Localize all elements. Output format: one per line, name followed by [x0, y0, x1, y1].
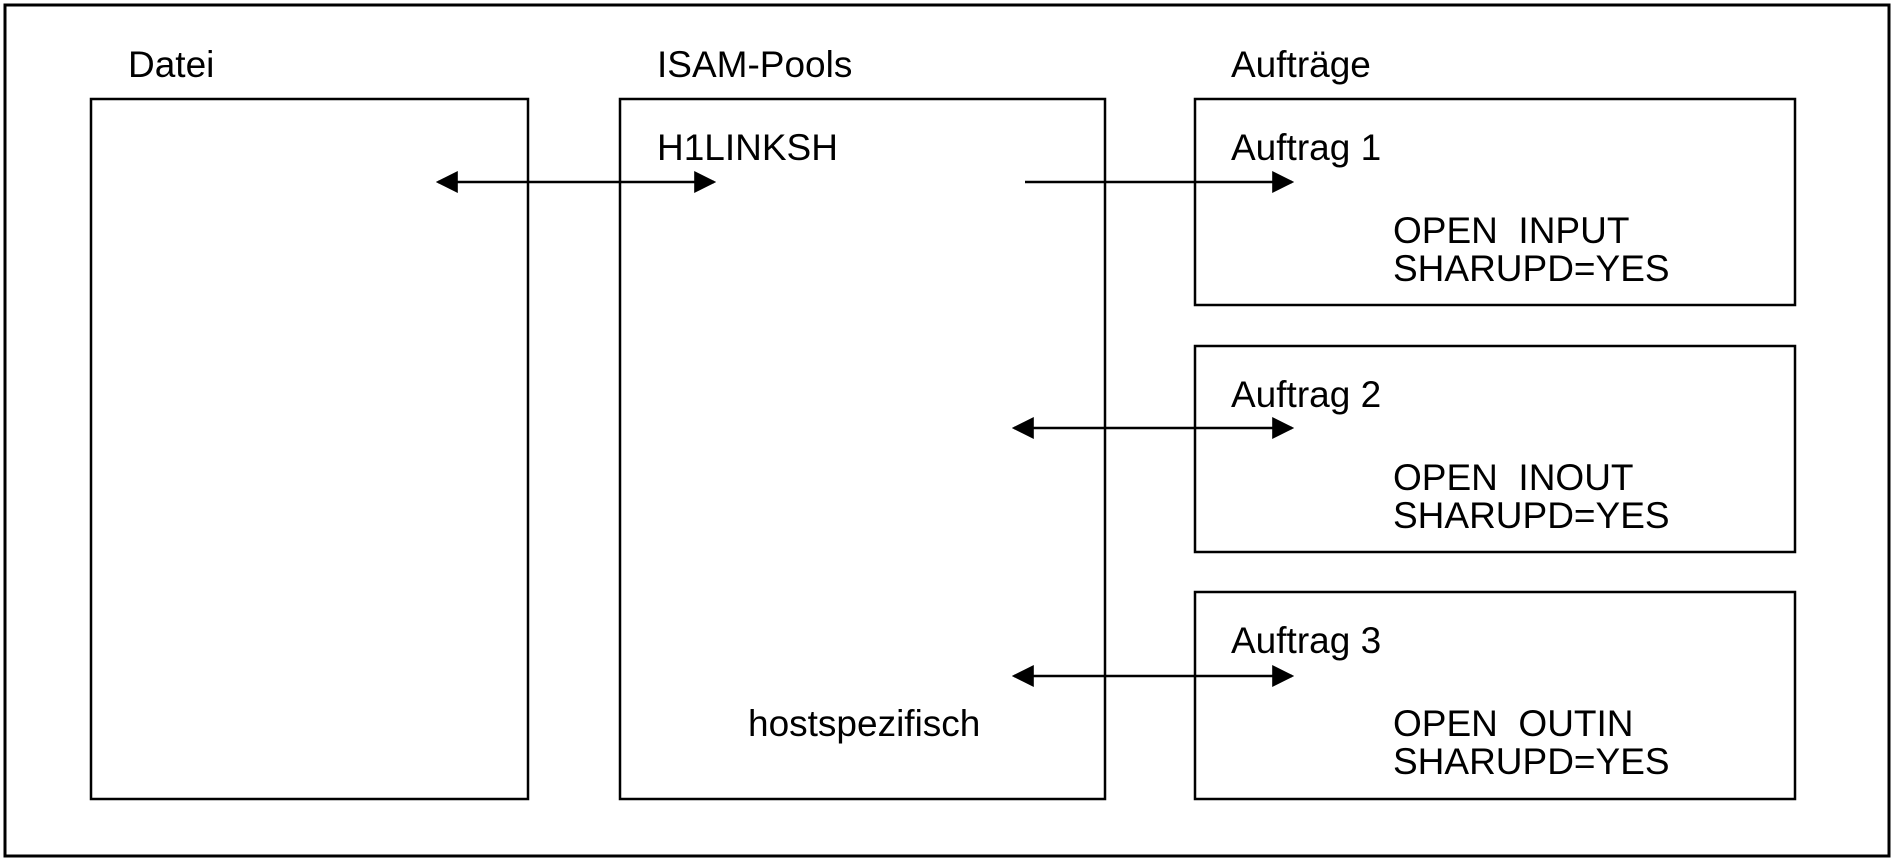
job-2-title: Auftrag 2 [1231, 374, 1381, 415]
job-3-open: OPEN OUTIN [1393, 703, 1634, 744]
job-1-title: Auftrag 1 [1231, 127, 1381, 168]
job-box-1: Auftrag 1 OPEN INPUT SHARUPD=YES [1193, 97, 1797, 307]
job-3-title: Auftrag 3 [1231, 620, 1381, 661]
job-2-sharupd: SHARUPD=YES [1393, 495, 1670, 536]
pool-host-label: hostspezifisch [748, 703, 980, 744]
job-box-2: Auftrag 2 OPEN INOUT SHARUPD=YES [1193, 344, 1797, 554]
outer-frame [3, 3, 1891, 858]
heading-file: Datei [128, 44, 214, 85]
job-box-3: Auftrag 3 OPEN OUTIN SHARUPD=YES [1193, 590, 1797, 801]
pool-name: H1LINKSH [657, 127, 838, 168]
pool-box [618, 97, 1107, 801]
job-1-open: OPEN INPUT [1393, 210, 1629, 251]
heading-jobs: Aufträge [1231, 44, 1371, 85]
heading-pools: ISAM-Pools [657, 44, 852, 85]
job-2-open: OPEN INOUT [1393, 457, 1634, 498]
job-1-sharupd: SHARUPD=YES [1393, 248, 1670, 289]
job-3-sharupd: SHARUPD=YES [1393, 741, 1670, 782]
file-box [89, 97, 530, 801]
